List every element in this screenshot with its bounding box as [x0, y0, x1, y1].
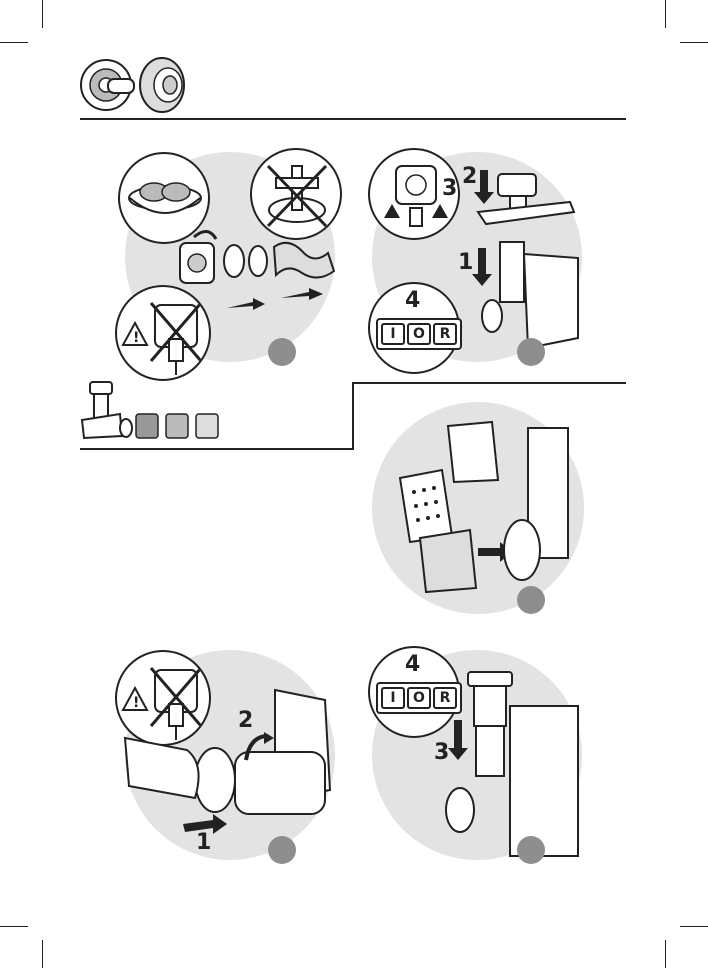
step-label-1: 1: [196, 832, 211, 854]
crop-mark: [680, 42, 708, 43]
hand-icon: [125, 680, 335, 860]
rotate-arrow-icon: [244, 732, 274, 762]
crop-mark: [665, 940, 666, 968]
crop-mark: [42, 0, 43, 28]
crossed-blade-icon: [258, 156, 336, 234]
step-badge: [517, 836, 545, 864]
crop-mark: [0, 42, 28, 43]
unplug-warning-bubble: !: [115, 285, 211, 381]
unplug-warning-icon: !: [121, 295, 209, 375]
section-rule: [352, 382, 354, 450]
section-rule: [352, 382, 626, 384]
switch-position-o: O: [407, 687, 431, 709]
right-arrow-icon: [225, 288, 325, 318]
header-rule: [80, 118, 626, 120]
step-badge: [268, 836, 296, 864]
step-badge: [517, 338, 545, 366]
switch-position-i: I: [381, 323, 405, 345]
crop-mark: [0, 926, 28, 927]
grinder-parts-illustration: [178, 225, 338, 295]
down-arrow-icon: [448, 720, 468, 760]
food-bowl-icon: [126, 168, 204, 228]
switch-position-i: I: [381, 687, 405, 709]
grater-assembly-illustration: [446, 670, 582, 862]
step-badge: [517, 586, 545, 614]
crop-mark: [665, 0, 666, 28]
step-badge: [268, 338, 296, 366]
step-label-4: 4: [405, 654, 420, 676]
grater-accessory-icon: [80, 378, 230, 440]
grater-drum-icon: [388, 418, 588, 598]
step-label-3: 3: [442, 178, 457, 200]
svg-text:!: !: [133, 330, 139, 346]
crop-mark: [680, 926, 708, 927]
section-rule: [80, 448, 354, 450]
power-switch: I O R: [376, 318, 462, 350]
grater-cone-icon: [138, 55, 188, 115]
switch-position-r: R: [433, 323, 457, 345]
step-label-4: 4: [405, 290, 420, 312]
grinder-ring-icon: [80, 55, 136, 115]
switch-position-o: O: [407, 323, 431, 345]
step-label-2: 2: [238, 710, 253, 732]
grinder-assembly-illustration: [478, 168, 586, 358]
crop-mark: [42, 940, 43, 968]
